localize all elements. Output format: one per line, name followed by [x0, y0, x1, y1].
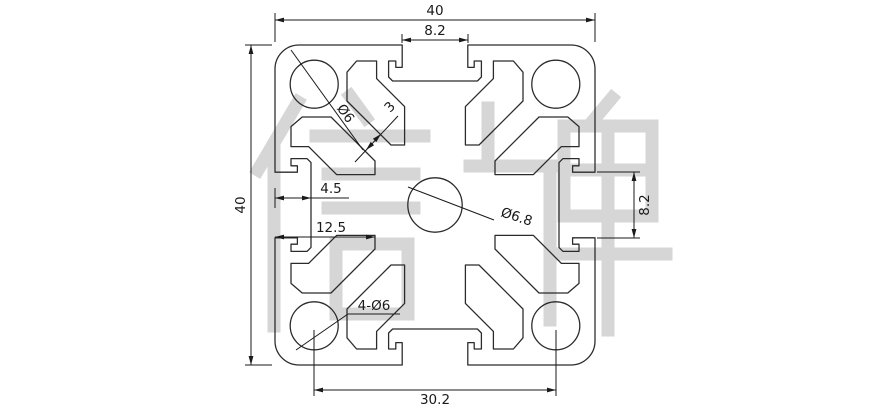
dimension-labels: 40 8.2 40 8.2 4.5 12.5 30.2 Ø6 3 Ø6.8 4-…: [233, 3, 653, 408]
arrowhead: [248, 356, 254, 365]
arrowhead: [402, 37, 411, 43]
arrowhead: [314, 387, 323, 393]
dimension-line: [295, 313, 349, 351]
arrowhead: [275, 195, 284, 201]
dim-slot-to-core: 12.5: [316, 220, 346, 236]
cavity-outline: [346, 60, 406, 146]
watermark-char-1: [249, 86, 431, 333]
dimension-line: [290, 49, 364, 151]
cavity-outline: [464, 60, 524, 146]
corner-hole-circle: [531, 59, 581, 109]
dim-top-slot-width: 8.2: [424, 23, 445, 39]
arrowhead: [586, 17, 595, 23]
corner-hole-circle: [289, 59, 339, 109]
profile-outline: [274, 44, 596, 366]
arrowhead: [459, 37, 468, 43]
dim-bore-spacing: 30.2: [420, 392, 450, 408]
label-corner-bores: 4-Ø6: [358, 298, 391, 314]
label-lip-thickness: 3: [381, 99, 399, 116]
arrowhead: [631, 229, 637, 238]
center-hole-circle: [407, 177, 463, 233]
label-center-bore: Ø6.8: [499, 205, 534, 230]
arrowhead: [366, 234, 375, 240]
dimension-lines: [245, 13, 640, 396]
cavity-outline: [494, 116, 580, 176]
dim-top-width: 40: [426, 3, 443, 19]
watermark: 信牌: [249, 86, 673, 337]
cavity-outline: [346, 264, 406, 350]
internal-cavities: [290, 60, 580, 350]
arrowhead: [366, 141, 375, 150]
cavity-outline: [494, 234, 580, 294]
profile-section: [274, 44, 596, 366]
cavity-outline: [464, 264, 524, 350]
dimension-line: [407, 186, 495, 221]
cavity-outline: [290, 234, 376, 294]
cavity-outline: [290, 116, 376, 176]
arrowhead: [275, 17, 284, 23]
dim-slot-depth: 4.5: [320, 181, 341, 197]
arrowhead: [248, 45, 254, 54]
dim-right-slot-width: 8.2: [637, 194, 653, 215]
dim-left-height: 40: [233, 196, 249, 213]
arrowhead: [275, 234, 284, 240]
arrowhead: [372, 134, 381, 143]
arrowhead: [547, 387, 556, 393]
arrowhead: [631, 172, 637, 181]
arrowhead: [302, 195, 311, 201]
